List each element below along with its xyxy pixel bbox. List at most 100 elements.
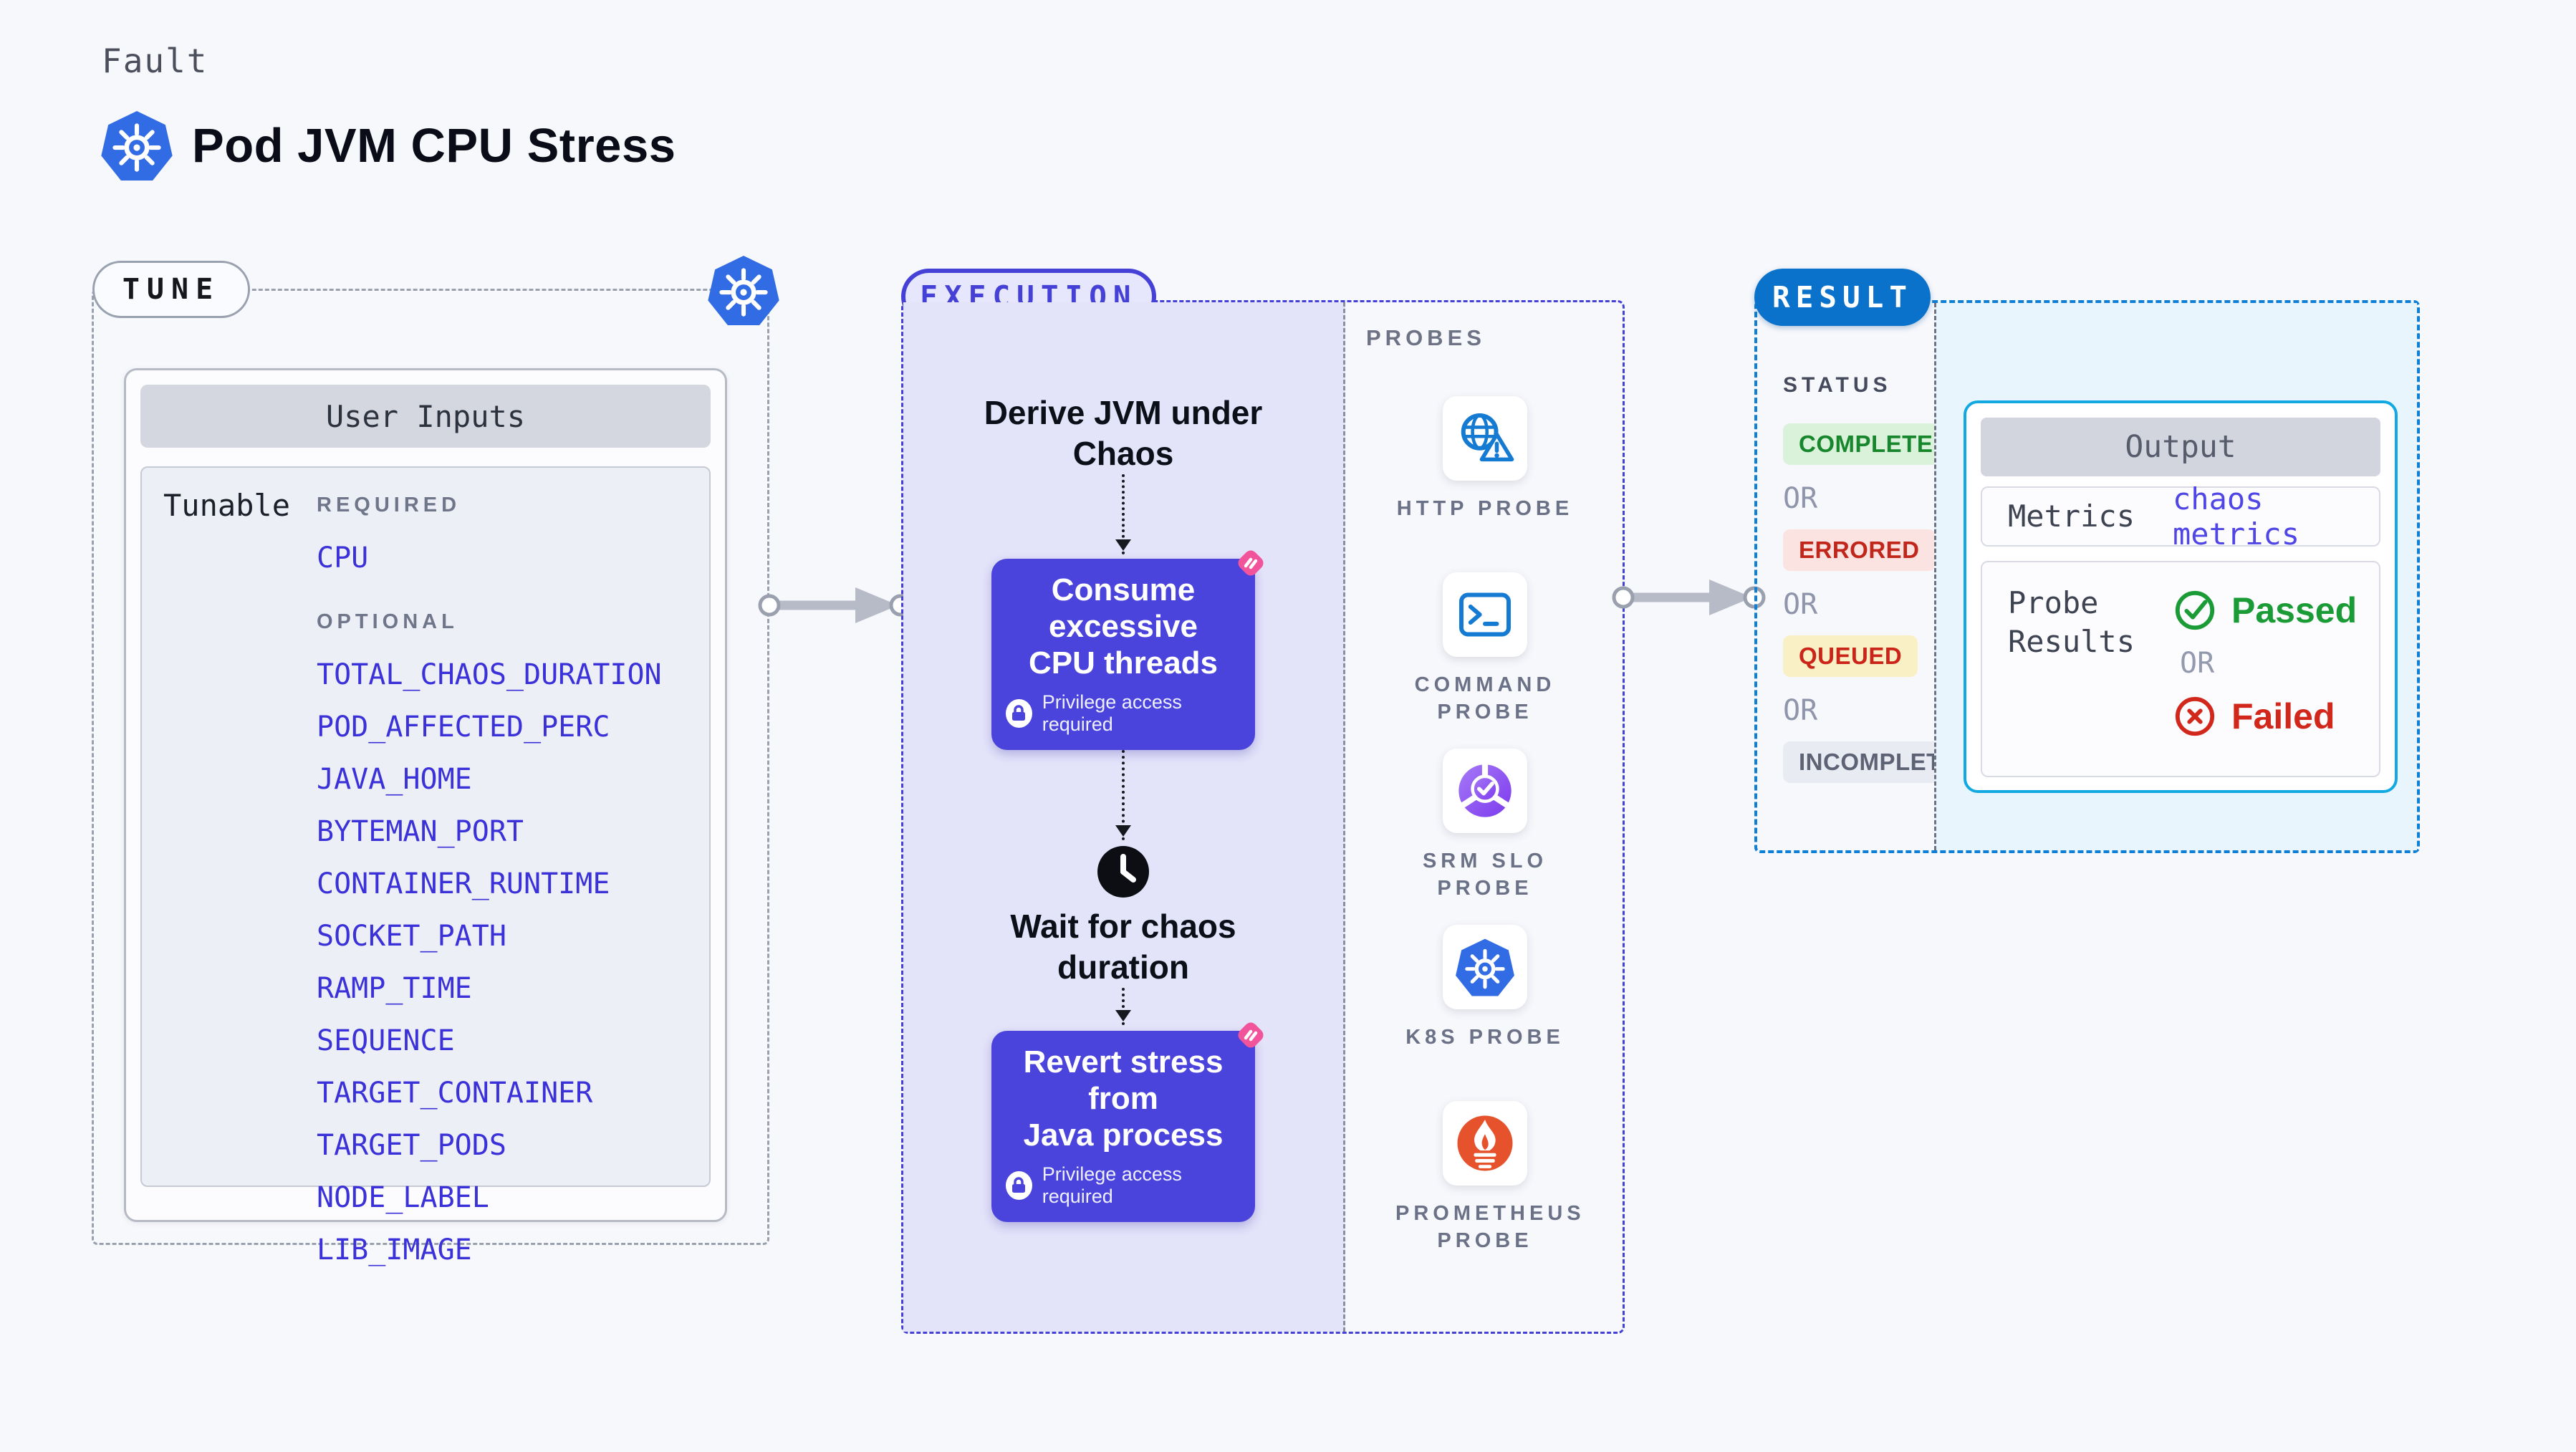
x-circle-icon (2175, 696, 2215, 736)
revert-stress-node: Revert stress from Java process Privileg… (991, 1031, 1255, 1222)
srm-slo-probe-icon (1443, 749, 1527, 833)
user-inputs-card: User Inputs Tunable REQUIRED CPU OPTIONA… (124, 368, 727, 1266)
wait-line-1: Wait for chaos (1010, 908, 1236, 945)
optional-label: OPTIONAL (317, 610, 458, 633)
probe-item-command: COMMAND PROBE (1415, 572, 1556, 726)
required-label: REQUIRED (317, 494, 461, 516)
or-separator: OR (1783, 482, 1818, 515)
output-title: Output (1981, 418, 2380, 476)
env-var-link[interactable]: TARGET_PODS (317, 1129, 506, 1162)
probe-label: COMMAND PROBE (1415, 671, 1556, 726)
failed-row: Failed (2173, 694, 2357, 739)
probe-item-http: HTTP PROBE (1397, 396, 1573, 549)
probe-label: SRM SLO PROBE (1423, 847, 1547, 902)
output-card: Output Metrics chaos metrics Probe Resul… (1964, 400, 2398, 793)
probe-label-line: HTTP PROBE (1396, 497, 1574, 520)
probe-item-srm-slo: SRM SLO PROBE (1423, 749, 1547, 902)
command-probe-icon (1443, 572, 1527, 657)
result-section: RESULT STATUS COMPLETED OR ERRORED OR QU… (1754, 269, 2420, 853)
env-var-link[interactable]: LIB_IMAGE (317, 1234, 472, 1266)
env-var-link[interactable]: TOTAL_CHAOS_DURATION (317, 658, 662, 691)
env-var-link[interactable]: JAVA_HOME (317, 763, 472, 796)
title-row: Pod JVM CPU Stress (100, 109, 676, 183)
user-inputs-title: User Inputs (140, 385, 711, 448)
env-var-link[interactable]: CONTAINER_RUNTIME (317, 867, 610, 900)
consume-title-line-2: CPU threads (1028, 645, 1219, 681)
status-badge-queued: QUEUED (1783, 635, 1918, 677)
env-var-link[interactable]: TARGET_CONTAINER (317, 1077, 593, 1110)
metrics-label: Metrics (2008, 499, 2135, 534)
or-separator: OR (2180, 647, 2215, 680)
status-badge-errored: ERRORED (1783, 529, 1936, 571)
or-separator: OR (1783, 694, 1818, 727)
probe-label: PROMETHEUS PROBE (1395, 1200, 1585, 1254)
passed-label: Passed (2231, 590, 2358, 630)
derive-line-1: Derive JVM under (984, 394, 1263, 431)
or-separator: OR (1783, 588, 1818, 621)
metrics-row: Metrics chaos metrics (1981, 481, 2380, 552)
env-var-link[interactable]: SOCKET_PATH (317, 920, 506, 953)
tunable-label: Tunable (163, 488, 291, 523)
wait-line-2: duration (1057, 948, 1189, 986)
status-list: COMPLETED OR ERRORED OR QUEUED OR INCOMP… (1783, 423, 1991, 800)
privilege-row: Privilege access required (1006, 691, 1241, 736)
privilege-row: Privilege access required (1006, 1163, 1241, 1208)
env-var-link[interactable]: NODE_LABEL (317, 1181, 489, 1214)
revert-title-line-2: Java process (1023, 1117, 1224, 1153)
check-circle-icon (2175, 590, 2215, 630)
lock-icon (1006, 699, 1032, 728)
privilege-note: Privilege access required (1042, 1163, 1182, 1207)
result-output-panel: Output Metrics chaos metrics Probe Resul… (1934, 303, 2417, 850)
env-var-link[interactable]: POD_AFFECTED_PERC (317, 711, 610, 744)
connector-arrow (1115, 750, 1131, 840)
chaos-badge-icon (1234, 546, 1268, 580)
tunable-list: REQUIRED CPU OPTIONAL TOTAL_CHAOS_DURATI… (317, 468, 709, 1266)
consume-cpu-node: Consume excessive CPU threads Privilege … (991, 559, 1255, 750)
tune-section: TUNE User Inputs Tunable REQUIRED CPU OP… (92, 289, 769, 1266)
page-title: Pod JVM CPU Stress (192, 119, 676, 173)
clock-icon (1097, 846, 1149, 898)
consume-node-title: Consume excessive CPU threads (1006, 572, 1241, 681)
probe-label-line: SRM SLO (1422, 850, 1548, 872)
derive-step-label: Derive JVM under Chaos (984, 393, 1263, 474)
probe-label: K8S PROBE (1405, 1024, 1565, 1078)
execution-section: EXECUTION Derive JVM under Chaos Consume… (901, 269, 1625, 1334)
probe-label-line: PROBE (1437, 1229, 1533, 1252)
execution-to-result-arrow (1610, 574, 1768, 621)
probe-label-line: PROBE (1437, 877, 1533, 900)
chaos-metrics-link[interactable]: chaos metrics (2173, 481, 2300, 552)
derive-line-2: Chaos (1072, 435, 1174, 472)
probes-section: PROBES (1347, 302, 1623, 1332)
env-var-link[interactable]: BYTEMAN_PORT (317, 815, 524, 848)
execution-flow: Derive JVM under Chaos Consume excessive… (903, 302, 1345, 1332)
http-probe-icon (1442, 396, 1527, 481)
probe-label: HTTP PROBE (1397, 495, 1573, 549)
chaos-badge-icon (1234, 1018, 1268, 1052)
revert-title-line-1: Revert stress from (1023, 1044, 1224, 1116)
fault-eyebrow: Fault (102, 42, 208, 80)
probe-list: HTTP PROBE (1347, 396, 1623, 1277)
probe-label-line: PROBE (1437, 701, 1533, 723)
status-label: STATUS (1783, 373, 1892, 397)
prometheus-probe-icon (1443, 1101, 1527, 1186)
probe-results-values: Passed OR Failed (2173, 584, 2357, 739)
probe-label-line: K8S PROBE (1405, 1026, 1565, 1049)
k8s-probe-icon (1442, 925, 1527, 1009)
env-var-link[interactable]: SEQUENCE (317, 1024, 455, 1057)
probe-label-line: PROMETHEUS (1395, 1202, 1585, 1225)
kubernetes-icon (707, 254, 780, 327)
privilege-note: Privilege access required (1042, 691, 1182, 735)
env-var-link[interactable]: CPU (317, 542, 369, 574)
env-var-link[interactable]: RAMP_TIME (317, 972, 472, 1005)
result-badge: RESULT (1754, 269, 1931, 326)
probe-results-row: Probe Results Passed OR (1981, 561, 2380, 777)
probe-item-prometheus: PROMETHEUS PROBE (1395, 1101, 1585, 1254)
lock-icon (1006, 1171, 1032, 1200)
revert-node-title: Revert stress from Java process (1006, 1044, 1241, 1153)
connector-arrow (1115, 474, 1131, 554)
probe-item-k8s: K8S PROBE (1405, 925, 1565, 1078)
connector-arrow (1115, 988, 1131, 1025)
probe-results-label: Probe Results (2008, 585, 2135, 659)
kubernetes-icon (100, 109, 173, 183)
